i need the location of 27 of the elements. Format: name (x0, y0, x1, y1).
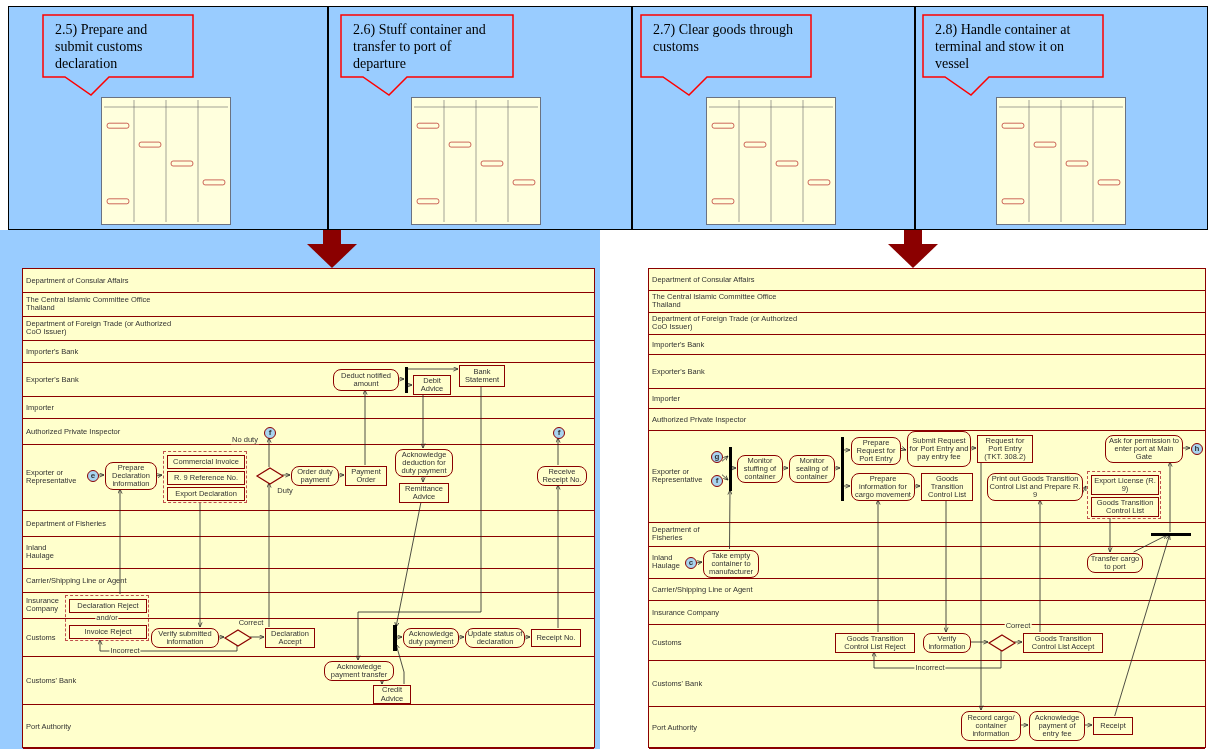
callout: 2.8) Handle container at terminal and stow it on vessel (923, 15, 1103, 95)
group-box (65, 595, 149, 641)
callout: 2.5) Prepare and submit customs declaration (43, 15, 193, 95)
decision-diamond (225, 630, 251, 646)
fork-bar (841, 437, 844, 501)
diagram-thumbnail (706, 97, 836, 225)
diagram-thumbnail (101, 97, 231, 225)
fork-bar (729, 447, 732, 491)
swimlane-pool (22, 268, 595, 748)
block-arrow (888, 230, 938, 268)
decision-diamond (257, 468, 283, 484)
swimlane-pool (648, 268, 1206, 748)
panel-cell (8, 6, 328, 230)
fork-bar (393, 625, 397, 651)
block-arrow (307, 230, 357, 268)
panel-cell (915, 6, 1208, 230)
fork-bar (1151, 533, 1191, 536)
callout: 2.7) Clear goods through customs (641, 15, 811, 95)
diagram-thumbnail (411, 97, 541, 225)
diagram-thumbnail (996, 97, 1126, 225)
panel-cell (632, 6, 915, 230)
decision-diamond (989, 635, 1015, 651)
panel-cell (328, 6, 632, 230)
group-box (163, 451, 247, 503)
fork-bar (405, 367, 408, 393)
group-box (1087, 471, 1161, 519)
callout: 2.6) Stuff container and transfer to port of departure (341, 15, 513, 95)
